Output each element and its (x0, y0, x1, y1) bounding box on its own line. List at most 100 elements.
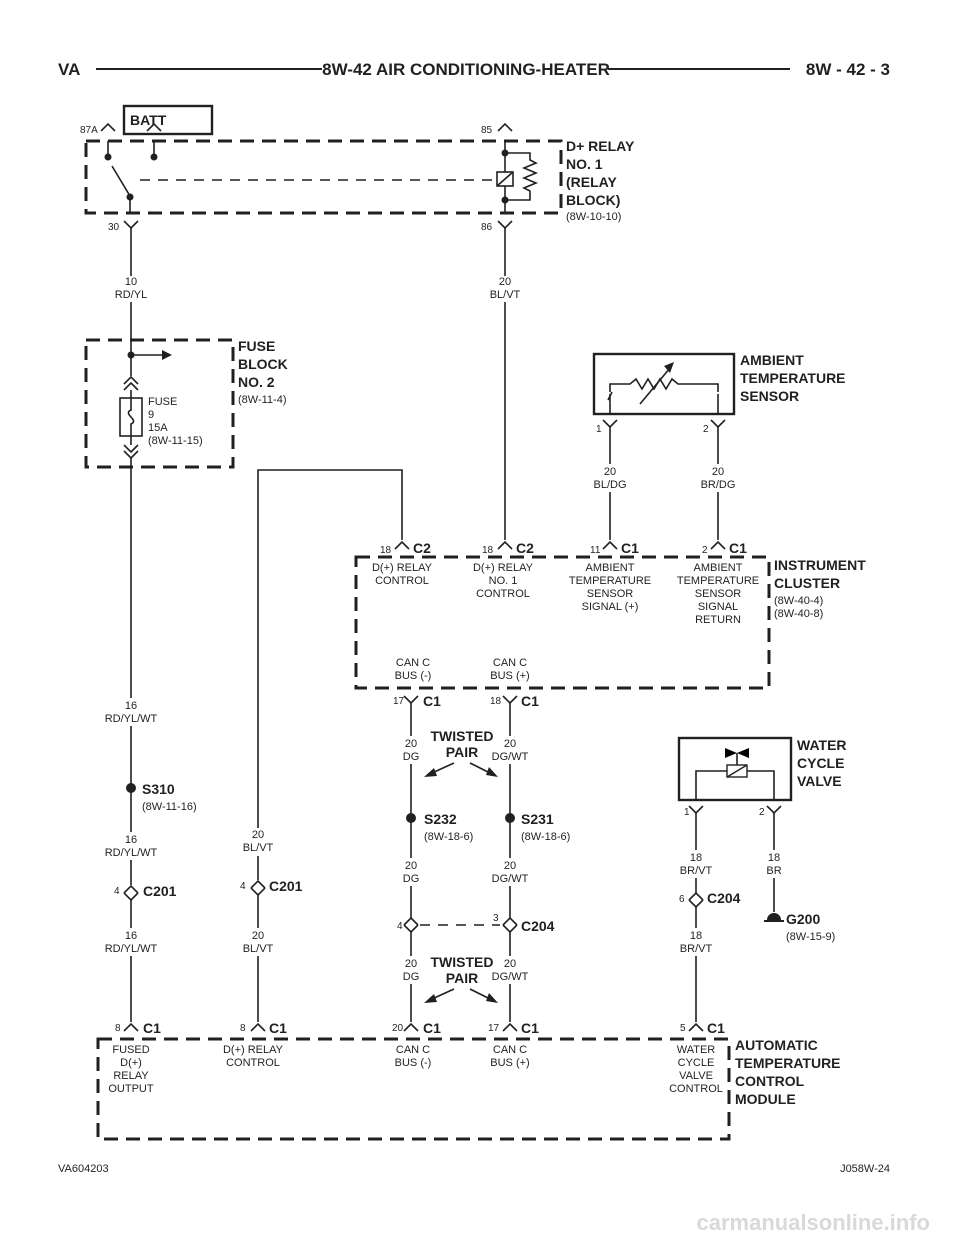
batt-label: BATT (130, 112, 167, 128)
relay-name-1: D+ RELAY (566, 138, 635, 154)
wire-dg3-gauge: 20 (405, 958, 417, 970)
atc-p4-conn: C1 (521, 1020, 539, 1036)
atc-p4-line-2: BUS (+) (490, 1057, 529, 1069)
atc-p5-pin: 5 (680, 1023, 686, 1034)
wire-dg3-color: DG (403, 971, 420, 983)
relay-ref: (8W-10-10) (566, 211, 621, 223)
ic-can-pos-line-1: CAN C (493, 657, 527, 669)
wire-brvt2-gauge: 18 (690, 930, 702, 942)
twisted-pair-2-line-1: TWISTED (431, 954, 494, 970)
header-left: VA (58, 60, 80, 79)
header-title: 8W-42 AIR CONDITIONING-HEATER (322, 60, 610, 79)
twisted-pair-1-line-2: PAIR (446, 744, 478, 760)
wire-dgwt3-color: DG/WT (492, 971, 529, 983)
footer-right: J058W-24 (840, 1163, 890, 1175)
atc-p4-pin: 17 (488, 1023, 500, 1034)
pin-30: 30 (108, 222, 120, 233)
atc-p3-line-1: CAN C (396, 1044, 430, 1056)
atc-p1-pin: 8 (115, 1023, 121, 1034)
d-plus-relay: BATT 87A 85 30 86 D+ RELAY NO. 1 (RELAY … (80, 104, 635, 233)
fuse-line-4: (8W-11-15) (148, 435, 203, 447)
wire-dgwt1-gauge: 20 (504, 738, 516, 750)
ic-c1b-pin: 2 (702, 545, 708, 556)
batt-box (122, 104, 214, 136)
ic-can-neg-line-2: BUS (-) (395, 670, 432, 682)
ic-c2b-line-3: CONTROL (476, 588, 530, 600)
wire-brdg-color: BR/DG (701, 479, 736, 491)
wire-rdylwt3-gauge: 16 (125, 930, 137, 942)
ic-c2b-line-2: NO. 1 (489, 575, 518, 587)
splice-s310: S310 (142, 781, 175, 797)
wire-dgwt2-color: DG/WT (492, 873, 529, 885)
c204a-pin: 4 (397, 921, 403, 932)
relay-name-3: (RELAY (566, 174, 617, 190)
ic-can-pos-line-2: BUS (+) (490, 670, 529, 682)
c204-name: C204 (521, 918, 555, 934)
wire-dgwt3-gauge: 20 (504, 958, 516, 970)
valve-name-2: CYCLE (797, 755, 844, 771)
ic-c1a-line-1: AMBIENT (586, 562, 635, 574)
wire-dg2-color: DG (403, 873, 420, 885)
wire-rdyl-gauge-2: 10 (125, 276, 137, 288)
ic-can-neg-line-1: CAN C (396, 657, 430, 669)
c201a-name: C201 (143, 883, 177, 899)
splice-s310-ref: (8W-11-16) (142, 801, 197, 813)
wire-blvt-color: BL/VT (490, 289, 521, 301)
relay-name-4: BLOCK) (566, 192, 620, 208)
water-cycle-valve: 1 2 WATER CYCLE VALVE (677, 736, 847, 818)
ic-c2a-line-1: D(+) RELAY (372, 562, 433, 574)
wire-dgwt2-gauge: 20 (504, 860, 516, 872)
c204b-pin: 3 (493, 913, 499, 924)
ground-g200: G200 (786, 911, 820, 927)
atc-name-4: MODULE (735, 1091, 796, 1107)
ic-c1a-line-2: TEMPERATURE (569, 575, 651, 587)
atc-p1-line-1: FUSED (112, 1044, 149, 1056)
atc-p2-line-1: D(+) RELAY (223, 1044, 284, 1056)
splice-s231: S231 (521, 811, 554, 827)
atc-p2-line-2: CONTROL (226, 1057, 280, 1069)
ic-c1b-line-3: SENSOR (695, 588, 742, 600)
wire-rdylwt2-gauge: 16 (125, 834, 137, 846)
c204c-pin: 6 (679, 894, 685, 905)
fuse-line-3: 15A (148, 422, 168, 434)
ic-c1a-pin: 11 (590, 545, 601, 556)
valve-name-1: WATER (797, 737, 847, 753)
ic-ref-1: (8W-40-4) (774, 595, 823, 607)
ic-c2b-conn: C2 (516, 540, 534, 556)
wire-brvt1-color: BR/VT (680, 865, 713, 877)
ic-c1b-line-4: SIGNAL (698, 601, 738, 613)
ic-c1b-line-1: AMBIENT (694, 562, 743, 574)
fuse-block-ref: (8W-11-4) (238, 394, 287, 406)
instrument-cluster: 18 C2 D(+) RELAY CONTROL 18 C2 D(+) RELA… (354, 540, 866, 709)
atc-p5-line-1: WATER (677, 1044, 716, 1056)
twisted-pair-2-line-2: PAIR (446, 970, 478, 986)
atc-p1-line-4: OUTPUT (108, 1083, 154, 1095)
wire-bldg-color: BL/DG (593, 479, 626, 491)
wire-blvt2-gauge: 20 (252, 829, 264, 841)
ic-c1b-conn: C1 (729, 540, 747, 556)
ic-bot2-pin: 18 (490, 696, 502, 707)
atc-p3-pin: 20 (392, 1023, 404, 1034)
atc-p3-line-2: BUS (-) (395, 1057, 432, 1069)
wire-rdylwt2-color: RD/YL/WT (105, 847, 158, 859)
wire-dgwt1-color: DG/WT (492, 751, 529, 763)
ambient-temperature-sensor: 1 2 AMBIENT TEMPERATURE SENSOR (592, 352, 846, 435)
ic-c2a-pin: 18 (380, 545, 392, 556)
pin-85: 85 (481, 125, 493, 136)
ic-bot1-conn: C1 (423, 693, 441, 709)
wire-br-gauge: 18 (768, 852, 780, 864)
atc-name-3: CONTROL (735, 1073, 805, 1089)
fuse-block-name-2: BLOCK (238, 356, 288, 372)
ic-c2a-line-2: CONTROL (375, 575, 429, 587)
valve-pin-1: 1 (684, 807, 690, 818)
footer-left: VA604203 (58, 1163, 109, 1175)
ic-c1b-line-2: TEMPERATURE (677, 575, 759, 587)
atc-module: 8 C1 FUSED D(+) RELAY OUTPUT 8 C1 D(+) R… (96, 1020, 841, 1141)
atc-p5-conn: C1 (707, 1020, 725, 1036)
valve-name-3: VALVE (797, 773, 842, 789)
sensor-name-3: SENSOR (740, 388, 799, 404)
atc-p2-pin: 8 (240, 1023, 246, 1034)
atc-name-1: AUTOMATIC (735, 1037, 818, 1053)
fuse-block-name-3: NO. 2 (238, 374, 275, 390)
